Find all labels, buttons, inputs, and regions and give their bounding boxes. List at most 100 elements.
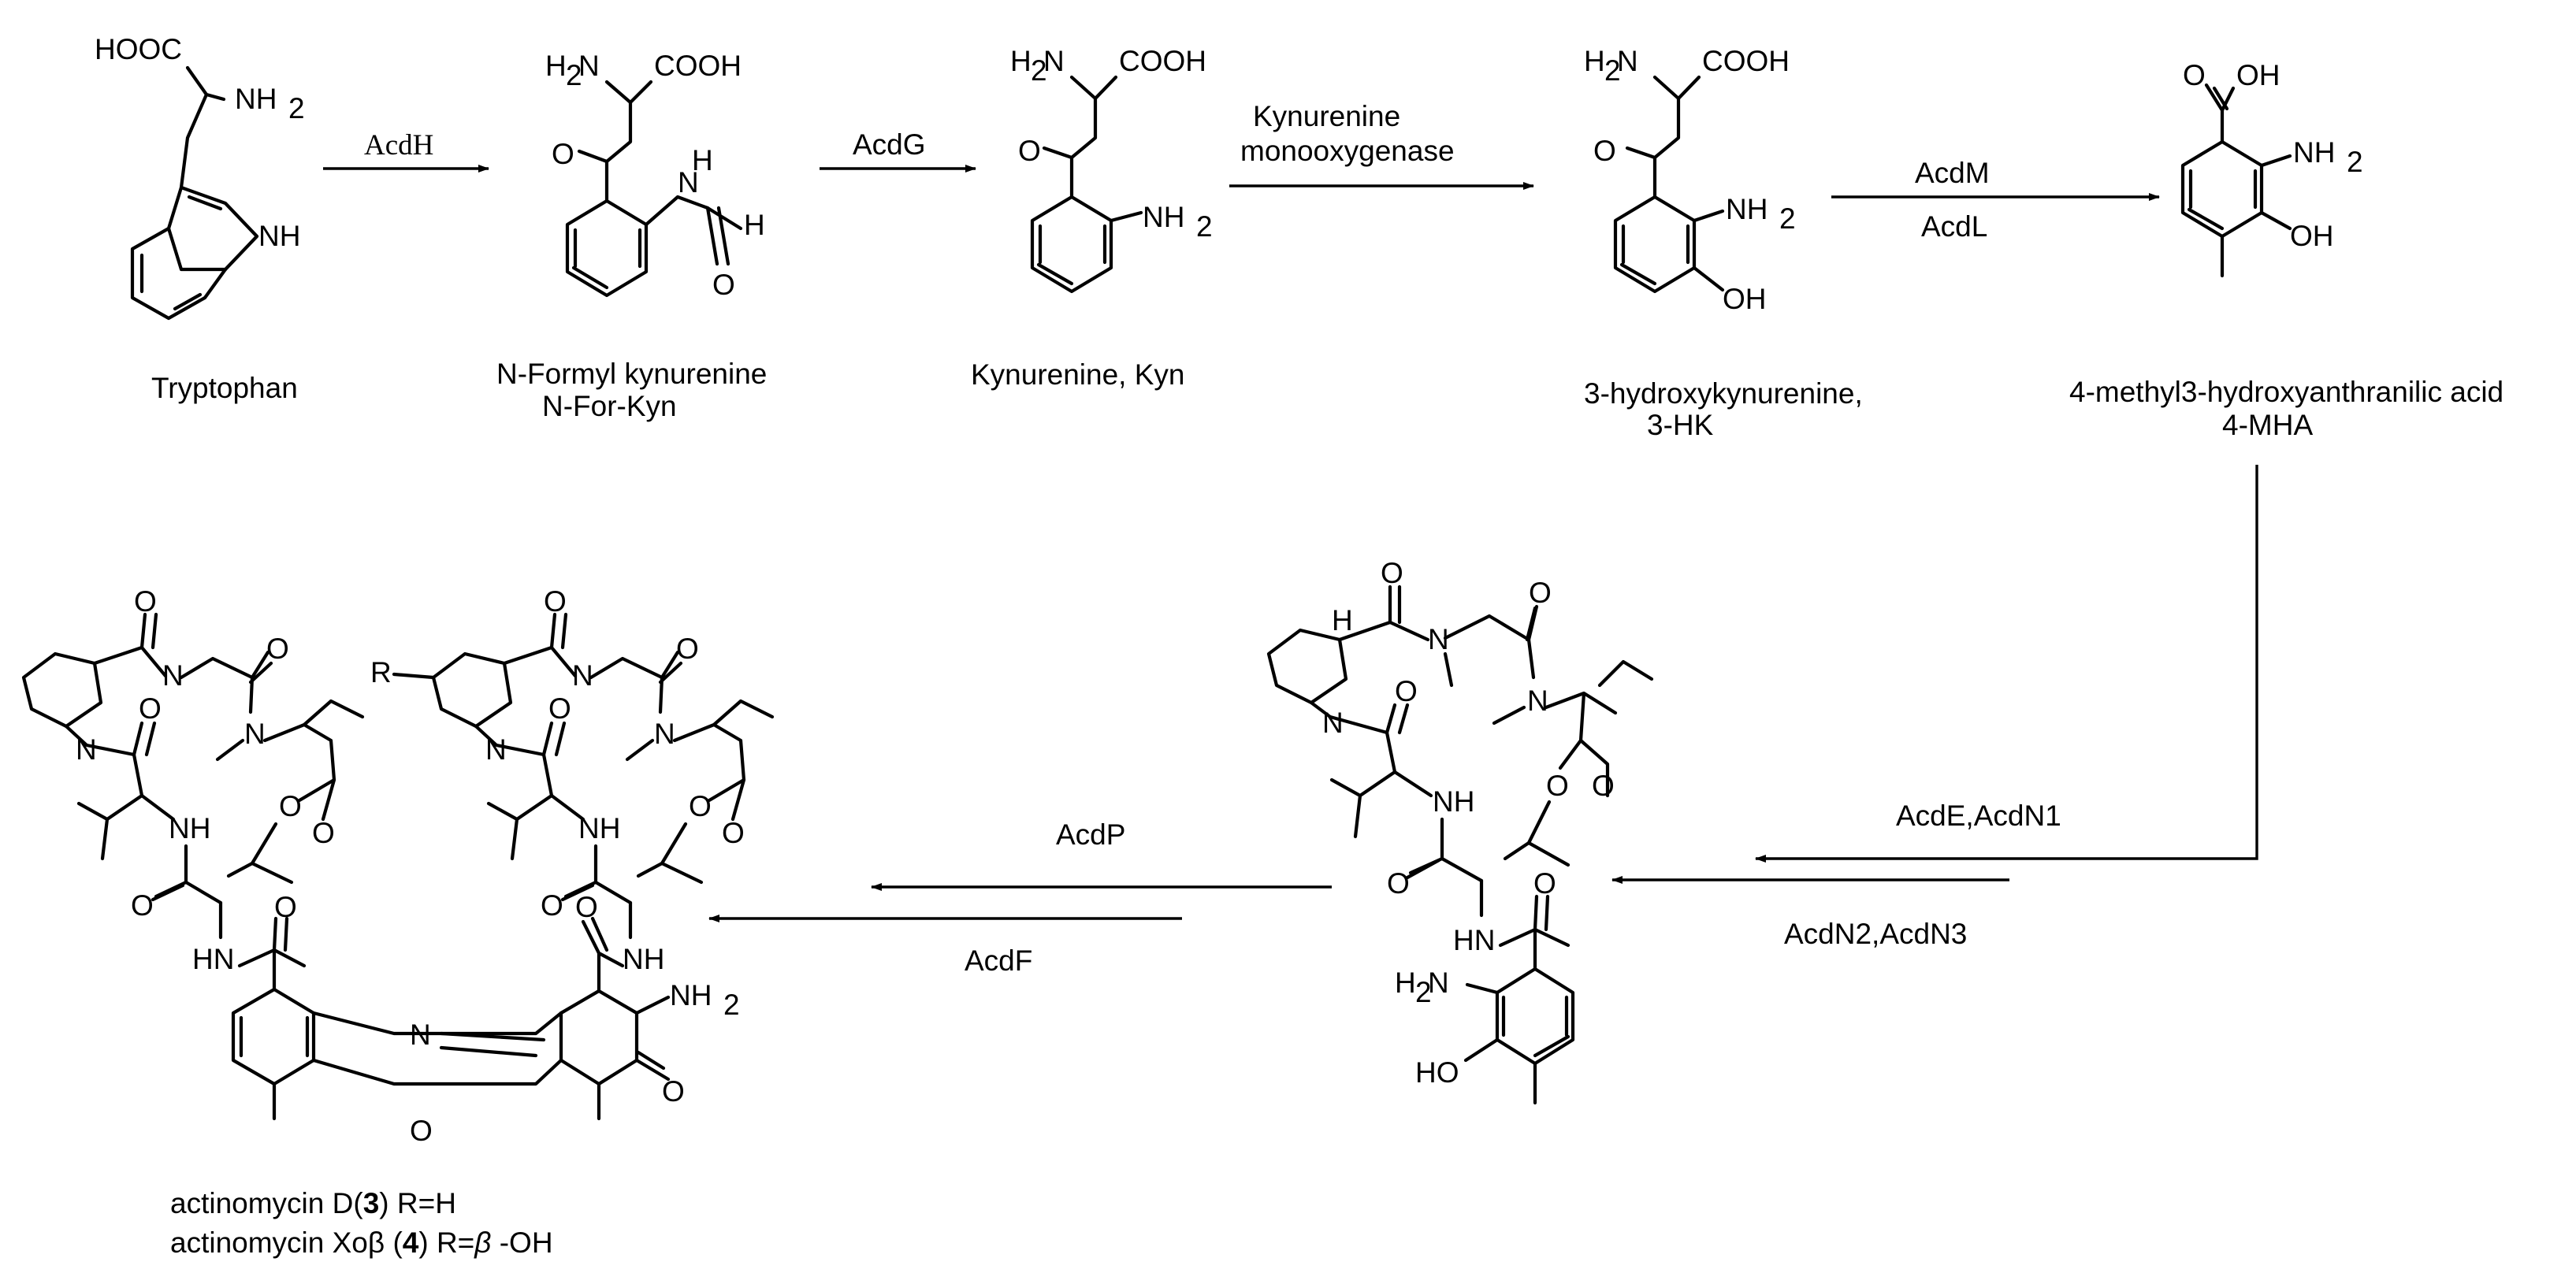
mha-nh2-2: 2 [2347, 146, 2363, 178]
hk-nh2: NH [1726, 193, 1768, 225]
am-hn1: HN [192, 943, 234, 975]
pp-hn: HN [1453, 924, 1495, 956]
mha-o: O [2183, 59, 2206, 91]
kyn-h2n-2: 2 [1031, 54, 1047, 87]
amide-h: H [692, 144, 713, 176]
3-hydroxykynurenine-structure: H 2 N COOH O NH 2 OH 3-hydroxykynurenine… [1584, 45, 1863, 441]
n-formyl-kynurenine-structure: H 2 N COOH O N H H O N-Formyl kynurenine… [496, 50, 767, 422]
acdl-label: AcdL [1921, 210, 1987, 243]
am-phen-n: N [410, 1019, 431, 1051]
kyn-nh2-2: 2 [1196, 210, 1213, 243]
am-x-num: 4 [403, 1226, 419, 1259]
am-x-beta: β [474, 1226, 491, 1259]
kyn-h2n-h: H [1010, 45, 1032, 77]
am-o13: O [541, 889, 563, 922]
pp-o6: O [1387, 867, 1410, 900]
pp-n3: N [1322, 707, 1344, 739]
am-n5: N [654, 718, 675, 750]
pp-h2n-n: N [1428, 967, 1449, 999]
am-n3: N [76, 733, 97, 766]
nh2-subscript: 2 [288, 92, 305, 124]
hk-h2n-h: H [1584, 45, 1605, 77]
am-o8: O [544, 585, 567, 618]
mha-oh: OH [2290, 220, 2334, 252]
am-nh1: NH [169, 812, 210, 844]
am-o2: O [266, 633, 289, 665]
formyl-o: O [712, 269, 735, 301]
hk-abbr: 3-HK [1647, 409, 1714, 441]
am-n6: N [485, 733, 507, 766]
pp-h2n-h: H [1395, 967, 1416, 999]
am-d-post: ) R=H [379, 1187, 456, 1219]
arrow-acdp-acdf: AcdP AcdF [708, 818, 1332, 977]
am-n2: N [244, 718, 266, 750]
pp-h2n-2: 2 [1415, 976, 1432, 1008]
am-r: R [370, 656, 392, 688]
am-nh2b: NH [578, 812, 620, 844]
hk-caption: 3-hydroxykynurenine, [1584, 377, 1863, 410]
arrow-acdm-acdl: AcdM AcdL [1831, 157, 2160, 243]
kmo-label-1: Kynurenine [1253, 100, 1400, 132]
formyl-h: H [744, 209, 765, 241]
pp-o7: O [1533, 867, 1556, 900]
hk-h2n-n: N [1617, 45, 1638, 77]
mha-caption: 4-methyl3-hydroxyanthranilic acid [2069, 376, 2504, 408]
kyn-h2n-n: N [1043, 45, 1065, 77]
acdn2-acdn3-label: AcdN2,AcdN3 [1784, 918, 1967, 950]
pp-o5: O [1395, 675, 1418, 707]
hooc-label: HOOC [95, 33, 182, 65]
kmo-label-2: monooxygenase [1240, 135, 1455, 167]
pp-nh1: NH [1433, 785, 1474, 818]
arrow-kmo: Kynurenine monooxygenase [1229, 100, 1534, 190]
tryptophan-caption: Tryptophan [151, 372, 298, 404]
am-o12: O [548, 692, 571, 725]
acdm-label: AcdM [1915, 157, 1990, 189]
hk-h2n-2: 2 [1604, 54, 1621, 87]
am-n4: N [572, 659, 593, 692]
cooh-label: COOH [654, 50, 742, 82]
ketone-o: O [552, 138, 574, 170]
pp-o4: O [1546, 770, 1569, 802]
actinomycin-d-caption: actinomycin D(3) R=H [170, 1187, 456, 1219]
indole-nh-label: NH [258, 220, 300, 252]
am-x-pre: actinomycin Xoβ ( [170, 1226, 403, 1259]
pp-o2: O [1529, 577, 1552, 609]
mha-abbr: 4-MHA [2222, 409, 2313, 441]
amide-n: N [678, 166, 699, 199]
arrow-acde-acdn: AcdE,AcdN1 AcdN2,AcdN3 [1611, 465, 2258, 950]
am-o3: O [312, 817, 335, 849]
kyn-ketone-o: O [1018, 135, 1041, 167]
am-o14: O [575, 891, 598, 923]
am-keto-o: O [662, 1075, 685, 1108]
pp-o1: O [1381, 557, 1403, 589]
acde-acdn1-label: AcdE,AcdN1 [1896, 800, 2061, 832]
hk-ketone-o: O [1593, 135, 1616, 167]
kyn-nh2: NH [1143, 201, 1184, 233]
mha-nh2: NH [2293, 136, 2335, 169]
am-o4: O [279, 790, 302, 822]
am-d-num: 3 [363, 1187, 380, 1219]
pp-n2: N [1527, 685, 1548, 717]
pp-ho: HO [1415, 1056, 1459, 1089]
am-o5: O [139, 692, 162, 725]
am-o10: O [722, 817, 745, 849]
pentapeptide-lactone-structure: H O N O N O O O N NH O HN O H 2 N HO [1266, 557, 1654, 1105]
kyn-caption: Kynurenine, Kyn [971, 358, 1185, 391]
pp-o3: O [1592, 770, 1615, 802]
actinomycin-captions: actinomycin D(3) R=H actinomycin Xoβ (4)… [170, 1187, 553, 1259]
arrow-acdg: AcdG [820, 128, 976, 173]
h2n-h: H [545, 50, 567, 82]
h2n-2: 2 [566, 59, 582, 91]
pp-pro-h: H [1332, 604, 1353, 636]
am-x-tail: -OH [491, 1226, 552, 1259]
kyn-cooh: COOH [1119, 45, 1206, 77]
am-n1: N [162, 659, 184, 692]
am-phen-o: O [410, 1115, 433, 1147]
am-nh3: NH [623, 943, 664, 975]
am-o6: O [131, 889, 154, 922]
am-o9: O [676, 633, 699, 665]
actinomycin-structure: O N O N O O O N NH O HN O N O NH 2 O R [21, 585, 775, 1147]
am-d-pre: actinomycin D( [170, 1187, 363, 1219]
hk-nh2-2: 2 [1779, 202, 1796, 235]
